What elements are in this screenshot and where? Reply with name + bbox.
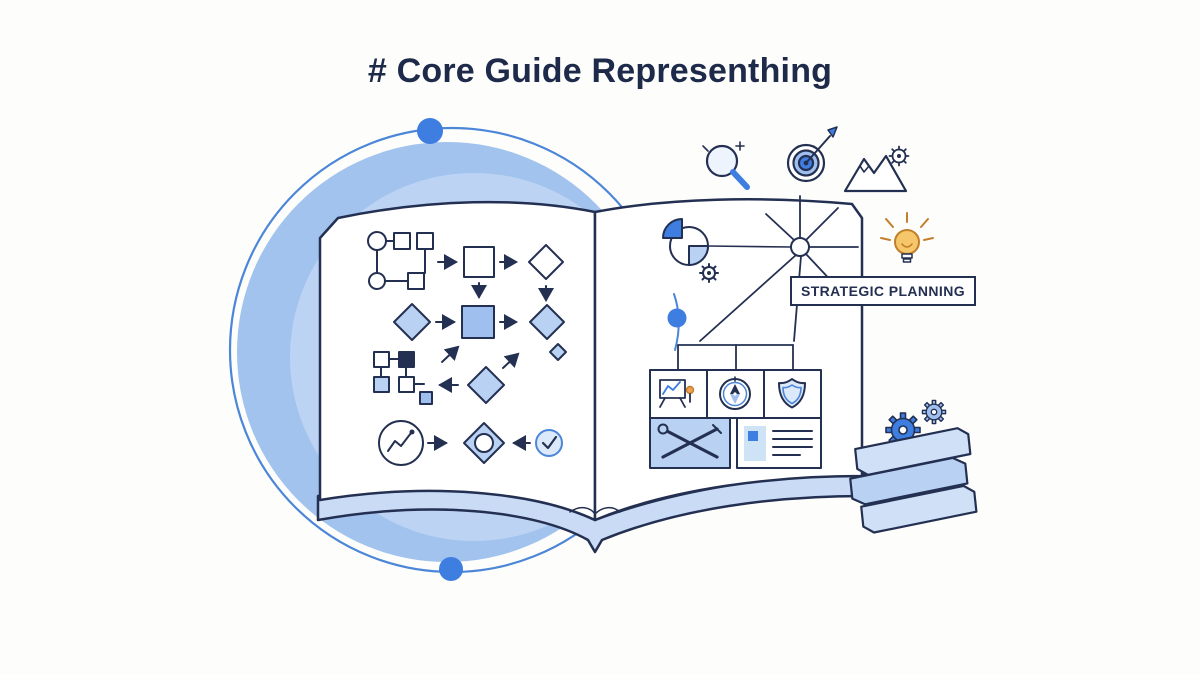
radial-node-icon: [699, 195, 859, 342]
org-tree: [677, 344, 794, 370]
flow-diamond: [528, 244, 564, 280]
feature-grid: [649, 369, 822, 469]
orbit-dot-top: [417, 118, 443, 144]
trend-circle-icon: [378, 420, 424, 466]
gear-icon-top: [888, 145, 910, 167]
book-stack-icon: [849, 427, 978, 534]
shield-icon: [778, 378, 806, 409]
pie-chart-icon: [662, 218, 709, 266]
target-icon: [786, 126, 838, 183]
flowchart: [367, 231, 567, 466]
presentation-icon: [659, 379, 695, 408]
orbit-dot-right: [667, 308, 687, 328]
node-cluster-bottom: [373, 351, 433, 405]
orbit-dot-bottom: [439, 557, 463, 581]
check-circle-icon: [535, 429, 563, 457]
floating-icons: [702, 126, 978, 534]
magnifier-icon: [702, 141, 750, 190]
left-page: [318, 200, 597, 522]
checklist-icon: [744, 426, 813, 461]
page-curl-right: [594, 506, 621, 515]
flow-square: [463, 246, 495, 278]
node-cluster-top: [367, 231, 434, 290]
page-title: # Core Guide Representhing: [367, 52, 833, 90]
compass-icon: [719, 376, 751, 410]
strategic-planning-label: STRATEGIC PLANNING: [790, 276, 976, 306]
flow-square-filled: [461, 305, 495, 339]
page-curl-left: [569, 506, 596, 515]
orbit-dots: [417, 118, 687, 581]
tools-icon: [657, 423, 722, 459]
right-page-content: [649, 195, 859, 469]
flow-diamond-filled: [393, 303, 431, 341]
lightbulb-icon: [880, 212, 934, 263]
flow-diamond-small: [549, 343, 567, 361]
gear-icon-small: [699, 263, 719, 283]
mountains-icon: [843, 154, 908, 193]
